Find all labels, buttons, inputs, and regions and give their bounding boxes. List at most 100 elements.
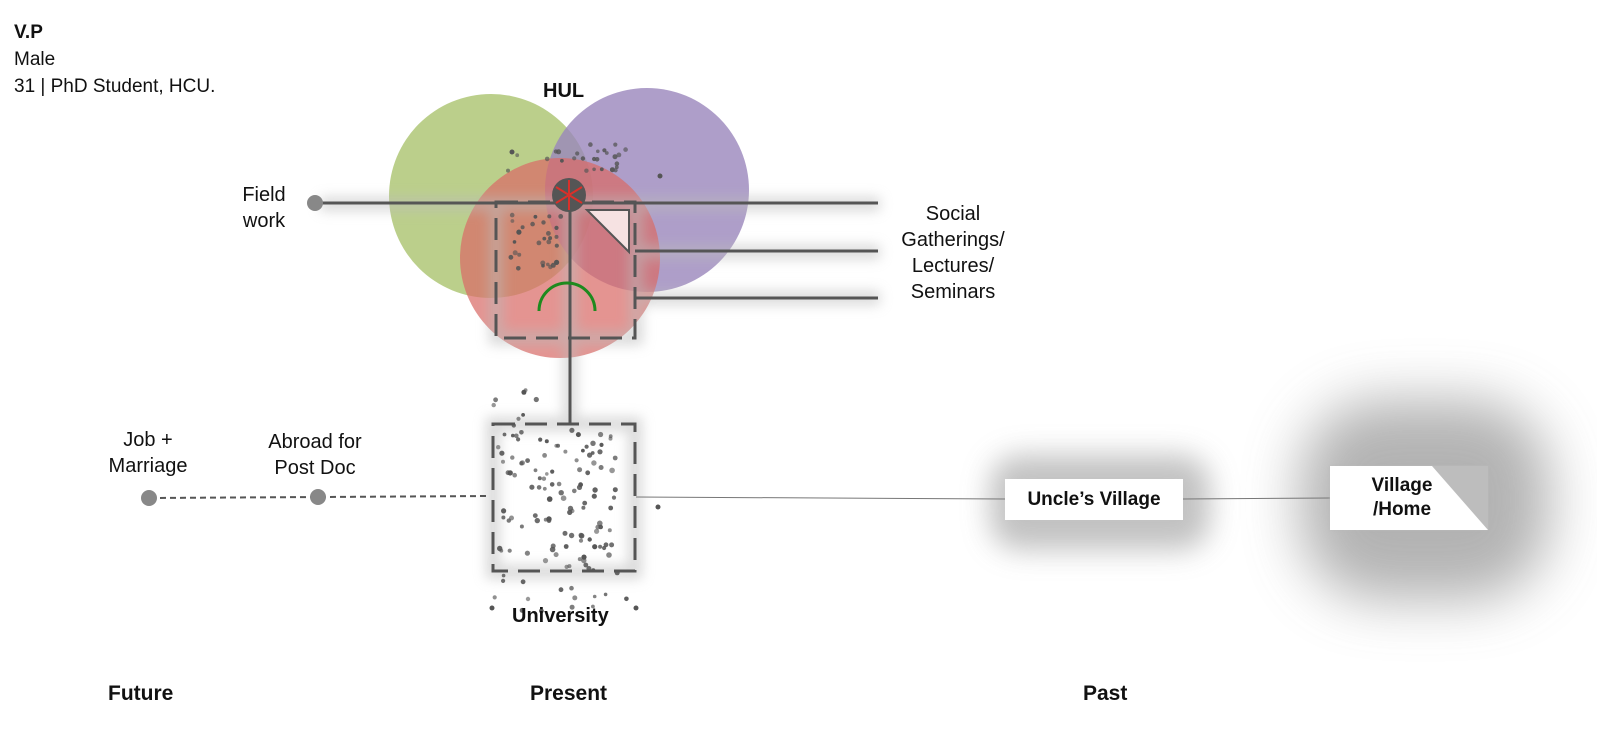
scatter-dot: [519, 607, 525, 613]
scatter-dot: [598, 465, 604, 470]
scatter-dot: [612, 154, 618, 160]
scatter-dot: [560, 158, 564, 163]
scatter-dot: [556, 481, 562, 487]
scatter-dot: [546, 262, 550, 267]
field-work-dot: [307, 195, 323, 211]
scatter-dot: [553, 149, 559, 154]
scatter-dot: [499, 450, 505, 456]
scatter-dot: [492, 595, 497, 600]
scatter-dot: [569, 604, 575, 610]
scatter-dot: [533, 214, 538, 219]
scatter-dot: [534, 517, 540, 524]
scatter-dot: [506, 168, 510, 173]
scatter-dot: [614, 161, 620, 166]
scatter-dot: [578, 532, 584, 538]
scatter-dot: [549, 482, 555, 487]
scatter-dot: [578, 538, 584, 543]
scatter-dot: [544, 439, 549, 444]
scatter-dot: [596, 149, 600, 154]
scatter-dot: [501, 459, 505, 464]
asterisk-icon: [555, 180, 583, 210]
scatter-dot: [594, 528, 600, 534]
scatter-dot: [581, 557, 587, 564]
corner-triangle-icon: [1432, 466, 1488, 530]
scatter-dot: [501, 508, 507, 514]
scatter-dot: [523, 388, 528, 392]
scatter-dot: [609, 167, 615, 173]
scatter-dot: [607, 528, 612, 533]
abroad-line1: Abroad for: [268, 431, 362, 453]
scatter-dot: [602, 545, 607, 551]
scatter-dot: [580, 156, 586, 161]
scatter-dot: [603, 542, 609, 548]
scatter-dot: [612, 487, 618, 493]
scatter-dot: [575, 432, 581, 438]
scatter-dot: [525, 596, 531, 602]
scatter-dot: [521, 413, 525, 417]
scatter-dot: [569, 427, 575, 433]
scatter-dot: [608, 436, 613, 441]
university-dots: [489, 388, 661, 614]
abroad-label: Abroad for Post Doc: [255, 429, 375, 481]
scatter-dot: [598, 544, 603, 549]
scatter-dot: [501, 515, 506, 520]
scatter-dot: [587, 452, 593, 458]
scatter-dot: [613, 142, 618, 147]
scatter-dot: [491, 402, 496, 408]
scatter-dot: [558, 490, 564, 496]
scatter-dot: [578, 482, 583, 488]
scatter-dot: [542, 558, 549, 564]
scatter-dot: [493, 397, 498, 403]
scatter-dot: [512, 250, 518, 256]
scatter-dot: [563, 449, 568, 454]
scatter-dot: [616, 152, 622, 158]
scatter-dot: [547, 214, 552, 219]
scatter-dot: [550, 469, 555, 474]
scatter-dot: [603, 592, 608, 597]
job-line2: Marriage: [108, 455, 188, 477]
scatter-dot: [587, 537, 592, 542]
scatter-dot: [517, 252, 522, 257]
scatter-dot: [497, 545, 503, 552]
scatter-dot: [536, 240, 542, 246]
scatter-dot: [554, 259, 560, 265]
scatter-dot: [519, 461, 524, 466]
scatter-dot: [592, 167, 596, 172]
scatter-dot: [572, 488, 577, 494]
scatter-dot: [537, 476, 542, 481]
past-line-1: [635, 496, 1006, 500]
scatter-dot: [623, 147, 628, 152]
scatter-dot: [597, 520, 603, 527]
field-work-line1: Field: [242, 184, 286, 206]
scatter-dot: [602, 148, 607, 153]
scatter-dot: [519, 430, 524, 435]
scatter-dot: [549, 546, 556, 553]
scatter-dot: [510, 455, 515, 460]
scatter-dot: [568, 532, 575, 539]
scatter-dot: [582, 500, 588, 506]
person-details: 31 | PhD Student, HCU.: [14, 76, 216, 97]
scatter-dot: [609, 542, 615, 548]
scatter-dot: [554, 225, 559, 230]
village-home-line2: /Home: [1372, 499, 1432, 520]
hul-label: HUL: [543, 80, 585, 102]
scatter-dot: [581, 505, 586, 510]
hul-dots: [506, 142, 663, 271]
scatter-dot: [558, 214, 564, 219]
scatter-dot: [624, 596, 629, 602]
scatter-dot: [511, 433, 515, 438]
scatter-dot: [590, 440, 596, 446]
field-work-line2: work: [242, 210, 286, 232]
social-line4: Seminars: [910, 281, 996, 303]
scatter-dot: [546, 231, 551, 236]
scatter-dot: [516, 437, 521, 442]
scatter-dot: [542, 453, 547, 458]
scatter-dot: [657, 173, 663, 179]
scatter-dot: [569, 585, 574, 591]
uncles-village-label: Uncle’s Village: [1027, 488, 1161, 510]
scatter-dot: [592, 544, 598, 550]
scatter-dot: [542, 486, 547, 491]
scatter-dot: [584, 444, 589, 449]
scatter-dot: [598, 431, 604, 438]
scatter-dot: [577, 557, 582, 562]
